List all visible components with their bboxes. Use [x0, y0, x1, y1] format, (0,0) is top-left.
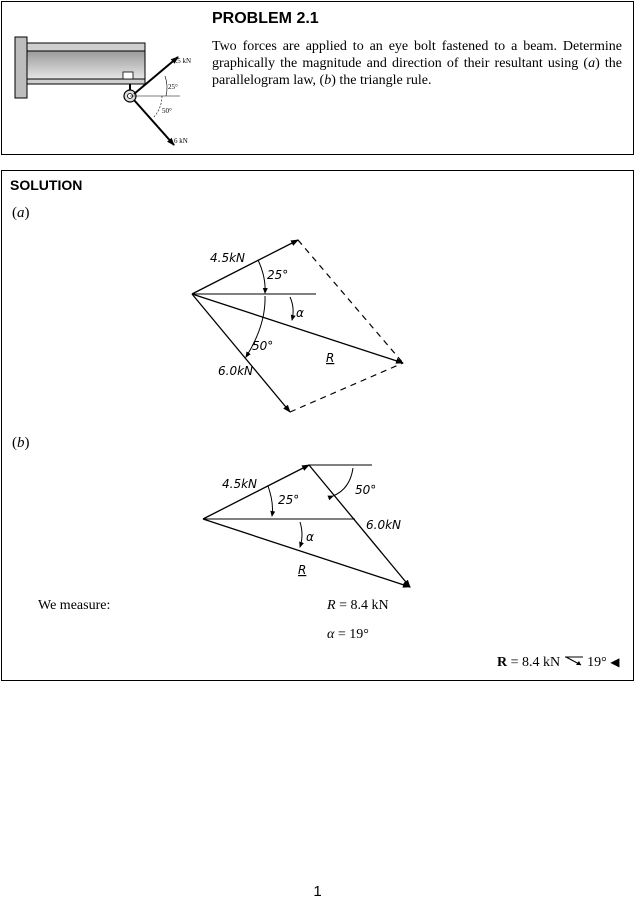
sketch-b-label-r: R — [298, 563, 306, 577]
resultant-b — [202, 518, 411, 588]
label-force-bottom: 6 kN — [174, 137, 188, 145]
dashed-side-2 — [289, 362, 404, 413]
sketch-b-angle-25: 25° — [278, 493, 299, 507]
beam — [14, 36, 146, 99]
sketch-b-angle-50: 50° — [355, 483, 376, 497]
measure-label: We measure: — [38, 598, 111, 613]
part-b-label: (b) — [12, 435, 30, 451]
force-arrow-top — [133, 56, 179, 95]
sketch-a-alpha: α — [296, 306, 304, 320]
vector-6kn-a — [191, 293, 291, 413]
solution-box — [1, 170, 634, 681]
result-r: R = 8.4 kN — [327, 598, 389, 613]
problem-title: PROBLEM 2.1 — [212, 10, 319, 27]
sketch-a-label-4.5kn: 4.5kN — [210, 251, 245, 265]
part-a-label: (a) — [12, 205, 30, 221]
sketch-b-label-6kn: 6.0kN — [366, 518, 401, 532]
label-angle-bottom: 50° — [162, 107, 172, 115]
problem-box — [1, 1, 634, 155]
dashed-side-1 — [297, 239, 404, 364]
page-number: 1 — [313, 883, 322, 900]
label-force-top: 4.5 kN — [172, 57, 191, 65]
resultant-a — [191, 293, 404, 364]
vector-4.5kn-b — [202, 464, 310, 520]
sketch-a-angle-25: 25° — [267, 268, 288, 282]
problem-statement: Two forces are applied to an eye bolt fa… — [212, 39, 622, 88]
result-alpha: α = 19° — [327, 627, 369, 642]
final-answer: R = 8.4 kN 19° ◀ — [497, 655, 620, 670]
sketch-a-label-6kn: 6.0kN — [218, 364, 253, 378]
solution-title: SOLUTION — [10, 177, 83, 193]
vector-4.5kn-a — [191, 239, 299, 295]
vector-6kn-b — [308, 464, 411, 588]
sketch-b-label-4.5kn: 4.5kN — [222, 477, 257, 491]
sketch-a-label-r: R — [326, 351, 334, 365]
sketch-b-alpha: α — [306, 530, 314, 544]
label-angle-top: 25° — [168, 83, 178, 91]
force-arrow-bottom — [133, 99, 175, 146]
direction-angle-icon — [564, 656, 583, 666]
sketch-a-angle-50: 50° — [252, 339, 273, 353]
end-marker-icon: ◀ — [610, 655, 620, 669]
